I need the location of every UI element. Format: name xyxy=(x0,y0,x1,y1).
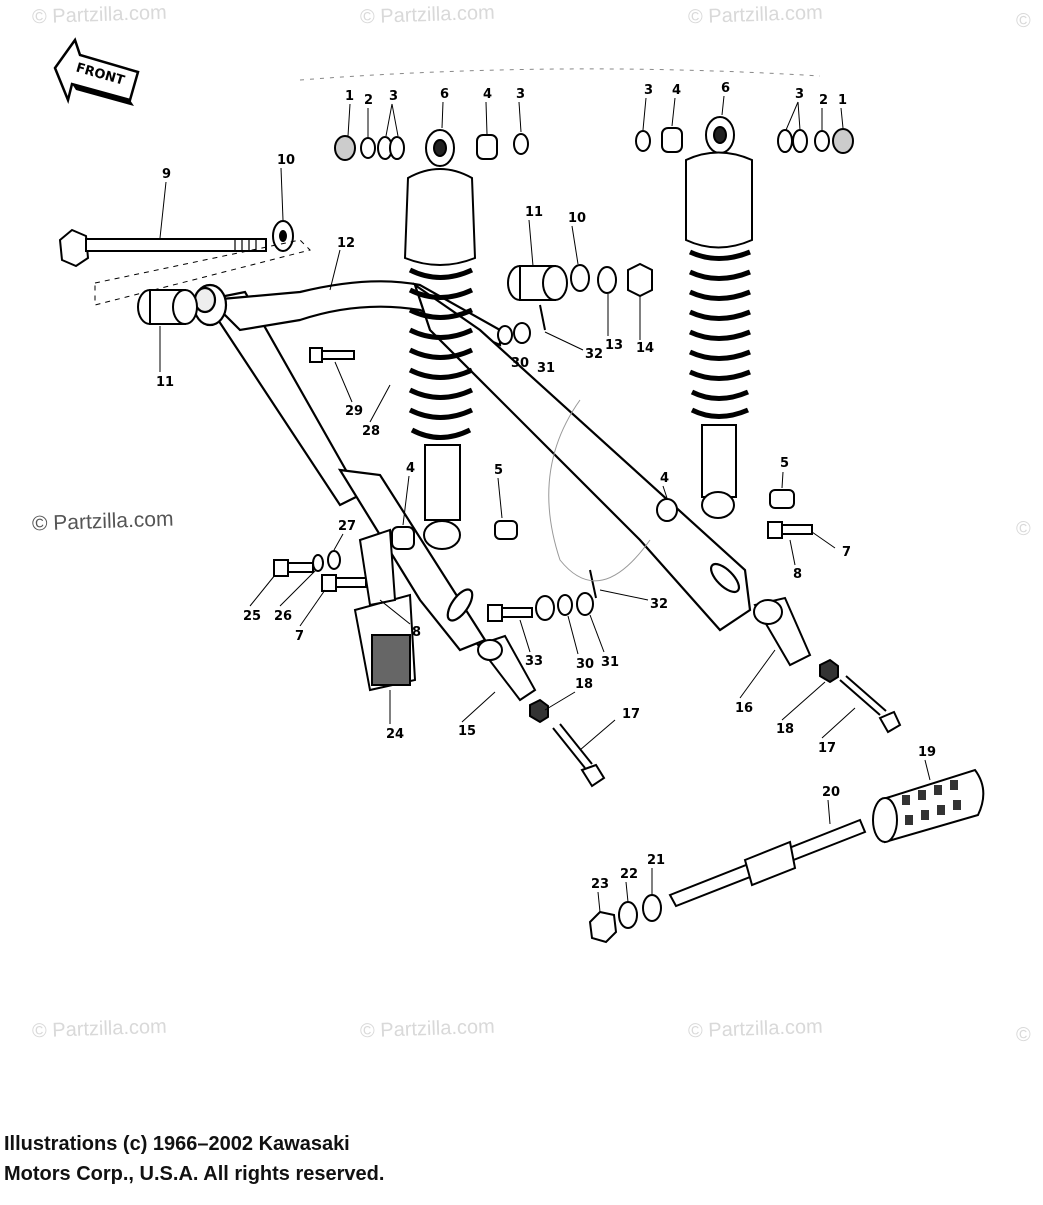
callout: 10 xyxy=(568,211,586,226)
callout: 18 xyxy=(575,677,593,692)
callout: 13 xyxy=(605,338,623,353)
pivot-bushing xyxy=(137,265,568,325)
watermark: © Partzilla.com xyxy=(359,1,496,29)
callout: 15 xyxy=(458,724,476,739)
copyright-line-1: Illustrations (c) 1966–2002 Kawasaki xyxy=(4,1133,350,1155)
callout: 3 xyxy=(389,89,398,104)
shock-absorber-left xyxy=(403,129,477,550)
callout: 26 xyxy=(274,609,292,624)
chain-adjusters xyxy=(476,596,902,788)
chain-path xyxy=(548,399,651,582)
callout: 2 xyxy=(364,93,373,108)
callout: 11 xyxy=(525,205,543,220)
callout: 30 xyxy=(576,657,594,672)
callout: 4 xyxy=(406,461,415,476)
frame-outline-line xyxy=(299,68,821,81)
callout: 25 xyxy=(243,609,261,624)
callout: 27 xyxy=(338,519,356,534)
callout: 17 xyxy=(818,741,836,756)
watermark: © xyxy=(1015,9,1032,33)
callout: 10 xyxy=(277,153,295,168)
callout: 9 xyxy=(162,167,171,182)
callout: 28 xyxy=(362,424,380,439)
leader-lines xyxy=(159,95,931,913)
watermark: © Partzilla.com xyxy=(687,1,824,29)
callout: 30 xyxy=(511,356,529,371)
callout: 24 xyxy=(386,727,404,742)
callout: 31 xyxy=(537,361,555,376)
callout: 29 xyxy=(345,404,363,419)
watermark: © xyxy=(1015,1023,1032,1047)
chain-guard xyxy=(353,528,417,692)
callout: 4 xyxy=(672,83,681,98)
callout: 8 xyxy=(793,567,802,582)
callout: 11 xyxy=(156,375,174,390)
callout: 5 xyxy=(494,463,503,478)
callout: 8 xyxy=(412,625,421,640)
callout: 31 xyxy=(601,655,619,670)
callout: 1 xyxy=(838,93,847,108)
callout: 3 xyxy=(516,87,525,102)
callout: 6 xyxy=(440,87,449,102)
watermark: © xyxy=(1015,517,1032,541)
pivot-bolt xyxy=(58,220,311,306)
callout: 4 xyxy=(483,87,492,102)
watermark: © Partzilla.com xyxy=(359,1015,496,1043)
watermark: © Partzilla.com xyxy=(31,1015,168,1043)
callout: 22 xyxy=(620,867,638,882)
watermark: © Partzilla.com xyxy=(31,1,168,29)
watermark: © Partzilla.com xyxy=(31,507,174,536)
shock-absorber-right xyxy=(685,116,753,519)
callout: 16 xyxy=(735,701,753,716)
callout: 5 xyxy=(780,456,789,471)
axle-assembly xyxy=(588,768,985,944)
shock-top-hardware-left xyxy=(334,133,529,161)
callout: 23 xyxy=(591,877,609,892)
swing-arm xyxy=(192,280,752,652)
callout: 6 xyxy=(721,81,730,96)
callout: 2 xyxy=(819,93,828,108)
callout: 7 xyxy=(842,545,851,560)
callout: 21 xyxy=(647,853,665,868)
callout: 20 xyxy=(822,785,840,800)
lower-collars xyxy=(391,489,795,550)
callout: 7 xyxy=(295,629,304,644)
callout: 4 xyxy=(660,471,669,486)
callout: 3 xyxy=(644,83,653,98)
callout: 32 xyxy=(650,597,668,612)
callout: 18 xyxy=(776,722,794,737)
callout: 1 xyxy=(345,89,354,104)
watermark: © Partzilla.com xyxy=(687,1015,824,1043)
callout: 12 xyxy=(337,236,355,251)
callout: 32 xyxy=(585,347,603,362)
callout: 33 xyxy=(525,654,543,669)
callout: 14 xyxy=(636,341,654,356)
front-arrow: FRONT xyxy=(53,37,140,106)
bushing-hardware xyxy=(497,262,653,345)
callout: 17 xyxy=(622,707,640,722)
callout: 3 xyxy=(795,87,804,102)
shock-top-hardware-right xyxy=(635,127,854,154)
copyright-notice: Illustrations (c) 1966–2002 Kawasaki Mot… xyxy=(4,1129,564,1189)
copyright-line-2: Motors Corp., U.S.A. All rights reserved… xyxy=(4,1163,385,1185)
callout: 19 xyxy=(918,745,936,760)
callout-labels: 1 2 3 6 4 3 3 4 6 3 2 1 9 10 11 10 12 11… xyxy=(156,81,936,892)
